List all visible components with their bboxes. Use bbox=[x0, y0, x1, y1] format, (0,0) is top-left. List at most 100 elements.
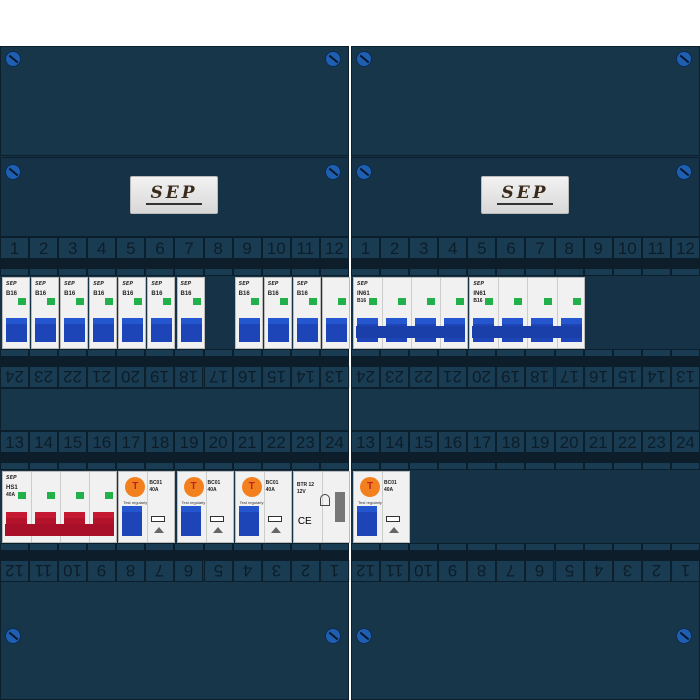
module-number: 21 bbox=[583, 431, 613, 453]
module-number: 9 bbox=[87, 560, 117, 582]
top-cover[interactable] bbox=[0, 46, 349, 156]
brand-label: SEP bbox=[35, 281, 46, 287]
din-rail bbox=[351, 259, 700, 268]
handle-bar[interactable] bbox=[472, 326, 582, 338]
toggle-lever[interactable] bbox=[93, 318, 115, 342]
module-number: 6 bbox=[145, 237, 175, 259]
device-current: 40A bbox=[207, 487, 217, 493]
test-button[interactable]: T bbox=[241, 477, 262, 497]
module-number: 13 bbox=[670, 366, 700, 388]
toggle-lever[interactable] bbox=[325, 318, 347, 342]
toggle-lever[interactable] bbox=[6, 318, 28, 342]
reset-arrow-icon bbox=[389, 527, 399, 533]
indicator-icon bbox=[76, 298, 85, 305]
middle-cover[interactable] bbox=[0, 157, 349, 237]
test-switch[interactable] bbox=[267, 516, 282, 522]
test-switch[interactable] bbox=[386, 516, 400, 522]
module-number: 4 bbox=[232, 560, 262, 582]
bottom-cover[interactable] bbox=[0, 580, 349, 700]
toggle-lever[interactable] bbox=[296, 318, 318, 342]
module-number: 15 bbox=[409, 431, 439, 453]
module-number: 6 bbox=[525, 560, 555, 582]
toggle-lever[interactable] bbox=[357, 506, 377, 536]
module-number: 12 bbox=[319, 237, 349, 259]
module-number: 15 bbox=[58, 431, 88, 453]
toggle-lever[interactable] bbox=[64, 318, 86, 342]
toggle-lever[interactable] bbox=[238, 318, 260, 342]
toggle-lever[interactable] bbox=[180, 318, 202, 342]
brand-text: SEP bbox=[146, 183, 202, 205]
label-strip bbox=[351, 543, 700, 551]
screw-icon bbox=[356, 51, 372, 67]
indicator-icon bbox=[47, 492, 56, 499]
module-number: 10 bbox=[58, 560, 88, 582]
toggle-lever[interactable] bbox=[238, 506, 259, 536]
handle-bar[interactable] bbox=[5, 524, 115, 536]
module-number: 1 bbox=[351, 237, 381, 259]
module-number: 12 bbox=[0, 560, 30, 582]
handle-bar[interactable] bbox=[356, 326, 466, 338]
module-number: 11 bbox=[641, 237, 671, 259]
module-number: 12 bbox=[351, 560, 381, 582]
aux-device[interactable] bbox=[321, 277, 350, 349]
module-number: 21 bbox=[232, 431, 262, 453]
test-button[interactable]: T bbox=[183, 477, 204, 497]
module-number: 24 bbox=[670, 431, 700, 453]
module-number: 2 bbox=[641, 560, 671, 582]
module-number: 13 bbox=[0, 431, 30, 453]
bottom-cover[interactable] bbox=[351, 580, 700, 700]
din-rail bbox=[0, 259, 349, 268]
module-number: 22 bbox=[261, 431, 291, 453]
toggle-lever[interactable] bbox=[180, 506, 201, 536]
module-number: 11 bbox=[380, 560, 410, 582]
module-number: 21 bbox=[438, 366, 468, 388]
test-button[interactable]: T bbox=[360, 477, 380, 497]
toggle-lever[interactable] bbox=[151, 318, 173, 342]
module-number: 16 bbox=[87, 431, 117, 453]
test-switch[interactable] bbox=[209, 516, 224, 522]
device-current: 40A bbox=[6, 492, 16, 498]
module-number: 1 bbox=[670, 560, 700, 582]
module-number: 10 bbox=[261, 237, 291, 259]
device-rating: B16 bbox=[93, 291, 105, 297]
module-number: 5 bbox=[116, 237, 146, 259]
toggle-lever[interactable] bbox=[267, 318, 289, 342]
toggle-lever[interactable] bbox=[122, 318, 144, 342]
indicator-icon bbox=[369, 298, 378, 305]
module-number: 3 bbox=[612, 560, 642, 582]
top-cover[interactable] bbox=[351, 46, 700, 156]
device-rating: B16 bbox=[64, 291, 76, 297]
toggle-lever[interactable] bbox=[35, 318, 57, 342]
module-number: 23 bbox=[29, 366, 59, 388]
test-button[interactable]: T bbox=[125, 477, 146, 497]
toggle-lever[interactable] bbox=[122, 506, 143, 536]
blank-cover bbox=[351, 388, 700, 431]
module-number: 18 bbox=[174, 366, 204, 388]
test-switch[interactable] bbox=[151, 516, 166, 522]
device-rating: B16 bbox=[122, 291, 134, 297]
module-number: 24 bbox=[0, 366, 30, 388]
ce-mark-icon: CE bbox=[297, 516, 312, 527]
din-rail bbox=[0, 453, 349, 462]
